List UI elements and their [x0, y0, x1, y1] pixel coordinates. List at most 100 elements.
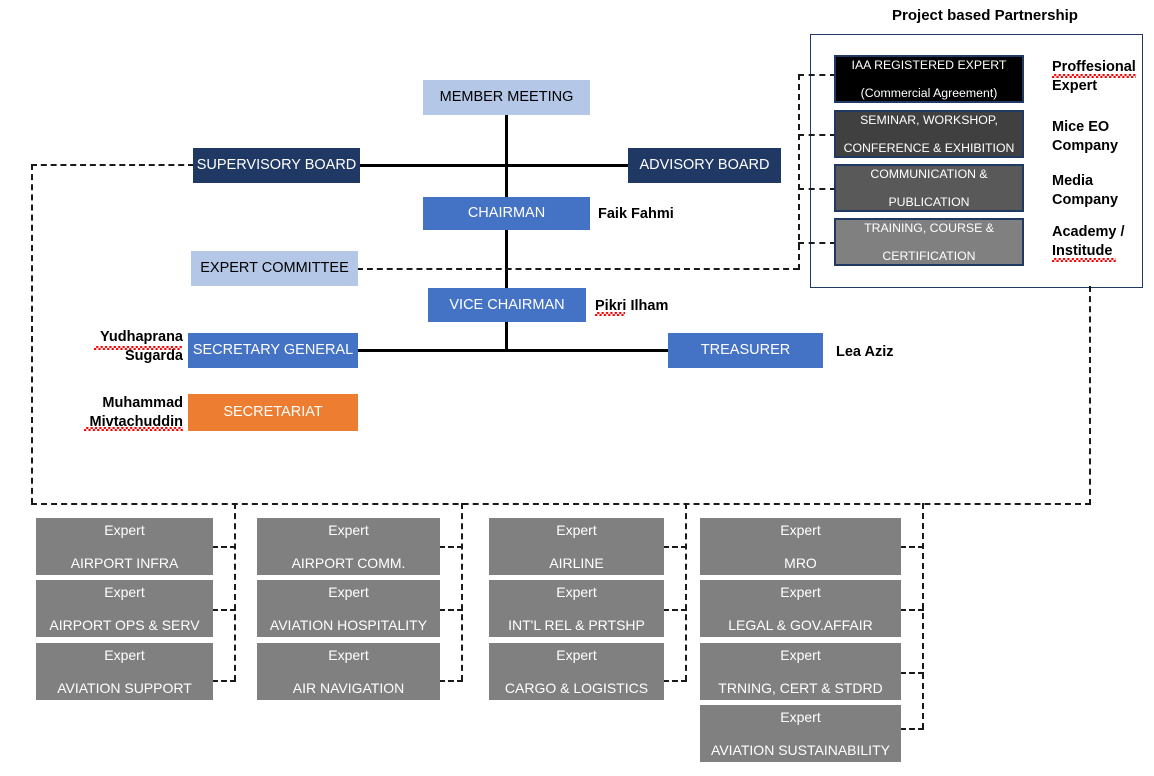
expert-box-aviation-hospitality-text: Expert AVIATION HOSPITALITY — [257, 584, 440, 632]
node-vice-chairman[interactable]: VICE CHAIRMAN — [428, 288, 586, 322]
vice-chairman-person-name: Pikri Ilham — [595, 298, 669, 314]
expert-box-mro-label: MRO — [784, 554, 817, 571]
spellcheck-underline-pikri — [595, 312, 625, 316]
connector-supervisory-to-advisory — [358, 164, 630, 168]
expert-box-airport-comm[interactable]: Expert AIRPORT COMM. — [257, 518, 440, 575]
partnership-box-2-line2: CONFERENCE & EXHIBITION — [843, 141, 1015, 156]
dashed-expert-col1-stub-1 — [212, 546, 236, 548]
dashed-expert-col1-vertical — [234, 503, 236, 681]
expert-box-aviation-sustainability[interactable]: Expert AVIATION SUSTAINABILITY — [700, 705, 901, 762]
expert-box-air-navigation-text: Expert AIR NAVIGATION — [257, 647, 440, 695]
dashed-stub-partnership-4 — [798, 242, 836, 244]
node-expert-committee[interactable]: EXPERT COMMITTEE — [191, 251, 358, 286]
node-advisory-board[interactable]: ADVISORY BOARD — [628, 148, 781, 183]
connector-member-to-chairman — [505, 114, 509, 199]
expert-box-airport-ops-serv-text: Expert AIRPORT OPS & SERV — [36, 584, 213, 632]
partnership-box-3[interactable]: COMMUNICATION & PUBLICATION — [834, 164, 1024, 212]
node-member-meeting[interactable]: MEMBER MEETING — [423, 80, 590, 115]
spellcheck-underline-institude — [1052, 258, 1116, 262]
expert-box-intl-rel-prtshp[interactable]: Expert INT'L REL & PRTSHP — [489, 580, 664, 637]
expert-box-aviation-support[interactable]: Expert AVIATION SUPPORT — [36, 643, 213, 700]
dashed-left-vertical — [31, 164, 33, 504]
expert-box-aviation-hospitality[interactable]: Expert AVIATION HOSPITALITY — [257, 580, 440, 637]
partnership-label-4: Academy / Institude — [1052, 224, 1125, 260]
node-secretary-general[interactable]: SECRETARY GENERAL — [188, 333, 358, 368]
expert-role-prefix: Expert — [780, 647, 821, 664]
partnership-box-3-line1: COMMUNICATION & — [870, 166, 988, 181]
dashed-expert-col4-stub-1 — [900, 546, 924, 548]
expert-box-legal-gov-affair[interactable]: Expert LEGAL & GOV.AFFAIR — [700, 580, 901, 637]
dashed-expert-col3-stub-2 — [663, 609, 687, 611]
expert-box-airline-label: AIRLINE — [549, 554, 604, 571]
secretariat-person-name: Muhammad Mivtachuddin — [89, 395, 183, 430]
expert-box-intl-rel-prtshp-text: Expert INT'L REL & PRTSHP — [489, 584, 664, 632]
spellcheck-underline-mivtachuddin — [84, 427, 183, 431]
expert-box-air-navigation[interactable]: Expert AIR NAVIGATION — [257, 643, 440, 700]
expert-box-airport-infra-label: AIRPORT INFRA — [70, 554, 179, 571]
partnership-box-1-line2: (Commercial Agreement) — [860, 86, 998, 101]
expert-box-cargo-logistics-label: CARGO & LOGISTICS — [504, 679, 649, 696]
expert-box-intl-rel-prtshp-label: INT'L REL & PRTSHP — [508, 616, 645, 633]
node-treasurer[interactable]: TREASURER — [668, 333, 823, 368]
dashed-bottom-run — [31, 503, 1091, 505]
node-chairman[interactable]: CHAIRMAN — [423, 197, 590, 230]
expert-box-airline-text: Expert AIRLINE — [489, 522, 664, 570]
connector-chairman-to-vice — [505, 229, 509, 290]
dashed-expert-col4-vertical — [922, 503, 924, 729]
dashed-expert-col2-stub-1 — [439, 546, 463, 548]
node-secretariat[interactable]: SECRETARIAT — [188, 394, 358, 431]
spellcheck-underline-proffesional — [1052, 74, 1136, 78]
partnership-box-1[interactable]: IAA REGISTERED EXPERT (Commercial Agreem… — [834, 55, 1024, 103]
expert-box-trning-cert-stdrd-text: Expert TRNING, CERT & STDRD — [700, 647, 901, 695]
connector-vice-to-secretary-bar — [505, 320, 509, 352]
secretary-general-person-name: Yudhaprana Sugarda — [100, 329, 183, 364]
expert-box-aviation-support-text: Expert AVIATION SUPPORT — [36, 647, 213, 695]
dashed-stub-partnership-3 — [798, 188, 836, 190]
partnership-label-2: Mice EO Company — [1052, 119, 1119, 155]
dashed-stub-partnership-2 — [798, 134, 836, 136]
expert-box-airport-ops-serv[interactable]: Expert AIRPORT OPS & SERV — [36, 580, 213, 637]
node-vice-chairman-label: VICE CHAIRMAN — [449, 296, 565, 313]
partnership-box-3-text: COMMUNICATION & PUBLICATION — [836, 167, 1022, 209]
node-secretariat-label: SECRETARIAT — [223, 404, 323, 421]
dashed-right-vertical — [1089, 286, 1091, 505]
dashed-expert-col3-vertical — [685, 503, 687, 681]
spellcheck-underline-yudhaprana — [94, 346, 182, 350]
expert-box-airline[interactable]: Expert AIRLINE — [489, 518, 664, 575]
node-member-meeting-label: MEMBER MEETING — [439, 89, 574, 106]
partnership-box-3-line2: PUBLICATION — [888, 195, 970, 210]
dashed-partnership-bus-vertical — [798, 74, 800, 270]
expert-role-prefix: Expert — [104, 647, 145, 664]
dashed-supervisory-left — [31, 164, 194, 166]
expert-box-mro[interactable]: Expert MRO — [700, 518, 901, 575]
expert-role-prefix: Expert — [328, 647, 369, 664]
node-treasurer-label: TREASURER — [700, 342, 791, 359]
expert-box-airport-comm-label: AIRPORT COMM. — [291, 554, 406, 571]
dashed-expert-col3-stub-3 — [663, 680, 687, 682]
expert-box-air-navigation-label: AIR NAVIGATION — [292, 679, 405, 696]
node-supervisory-board[interactable]: SUPERVISORY BOARD — [193, 148, 360, 183]
partnership-box-2[interactable]: SEMINAR, WORKSHOP, CONFERENCE & EXHIBITI… — [834, 110, 1024, 158]
partnership-frame — [810, 34, 1143, 288]
expert-box-aviation-support-label: AVIATION SUPPORT — [57, 679, 192, 696]
partnership-box-2-text: SEMINAR, WORKSHOP, CONFERENCE & EXHIBITI… — [836, 113, 1022, 155]
partnership-box-1-text: IAA REGISTERED EXPERT (Commercial Agreem… — [836, 58, 1022, 100]
expert-box-airport-comm-text: Expert AIRPORT COMM. — [257, 522, 440, 570]
partnership-box-4-line2: CERTIFICATION — [882, 249, 976, 264]
partnership-label-1: Proffesional Expert — [1052, 59, 1136, 95]
dashed-stub-partnership-1 — [798, 74, 836, 76]
expert-box-airport-ops-serv-label: AIRPORT OPS & SERV — [49, 616, 200, 633]
dashed-expert-col1-stub-2 — [212, 609, 236, 611]
expert-box-trning-cert-stdrd[interactable]: Expert TRNING, CERT & STDRD — [700, 643, 901, 700]
dashed-expert-col4-stub-2 — [900, 609, 924, 611]
expert-box-aviation-sustainability-label: AVIATION SUSTAINABILITY — [711, 741, 890, 758]
chairman-person-name: Faik Fahmi — [598, 206, 674, 222]
expert-box-legal-gov-affair-text: Expert LEGAL & GOV.AFFAIR — [700, 584, 901, 632]
partnership-box-4[interactable]: TRAINING, COURSE & CERTIFICATION — [834, 218, 1024, 266]
partnership-box-4-line1: TRAINING, COURSE & — [864, 220, 994, 235]
expert-role-prefix: Expert — [780, 584, 821, 601]
node-expert-committee-label: EXPERT COMMITTEE — [200, 260, 349, 277]
expert-box-airport-infra[interactable]: Expert AIRPORT INFRA — [36, 518, 213, 575]
expert-box-cargo-logistics[interactable]: Expert CARGO & LOGISTICS — [489, 643, 664, 700]
dashed-expert-col2-vertical — [461, 503, 463, 681]
